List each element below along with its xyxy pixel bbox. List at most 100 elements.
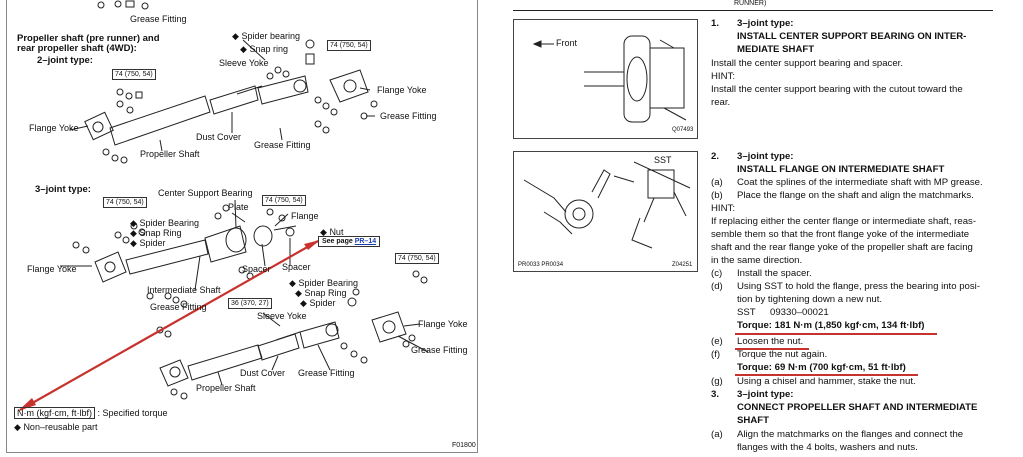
step2-d-text1: Using SST to hold the flange, press the … — [737, 281, 981, 292]
three-joint-type-label: 3–joint type: — [35, 184, 91, 195]
three-joint-nut: ◆ Nut — [320, 227, 344, 237]
red-underline-loosen — [735, 348, 809, 350]
two-joint-sleeve-yoke: Sleeve Yoke — [219, 58, 269, 68]
step2-d-text2: tion by tightening down a new nut. — [737, 294, 883, 305]
three-joint-intermediate-shaft: Intermediate Shaft — [147, 285, 221, 295]
step2-f-tag: (f) — [711, 349, 721, 360]
legend-torque-desc: : Specified torque — [97, 408, 168, 418]
step2-f-text: Torque the nut again. — [737, 349, 828, 360]
figure-code: F01800 — [452, 442, 476, 449]
step2-g-tag: (g) — [711, 376, 723, 387]
step2-a-tag: (a) — [711, 177, 723, 188]
two-joint-type-label: 2–joint type: — [37, 55, 93, 66]
two-joint-spider-bearing: ◆ Spider bearing — [232, 31, 300, 41]
nonreusable-diamond-icon: ◆ — [295, 288, 302, 298]
two-joint-propeller-shaft: Propeller Shaft — [140, 149, 200, 159]
three-joint-grease-fitting-bottom: Grease Fitting — [298, 368, 355, 378]
three-joint-spider-bearing-2: ◆ Spider Bearing — [289, 278, 358, 288]
three-joint-snap-ring: ◆ Snap Ring — [130, 228, 182, 238]
step2-c-text: Install the spacer. — [737, 268, 812, 279]
nonreusable-diamond-icon: ◆ — [300, 298, 307, 308]
three-joint-flange-yoke-right: Flange Yoke — [418, 319, 468, 329]
figure-center-support-bearing: Front Q07493 — [513, 19, 698, 139]
step2-b-tag: (b) — [711, 190, 723, 201]
torque-spec-181: Torque: 181 N·m (1,850 kgf·cm, 134 ft·lb… — [737, 320, 925, 331]
step1-line2: Install the center support bearing with … — [711, 84, 963, 95]
three-joint-grease-fitting-1: Grease Fitting — [150, 302, 207, 312]
three-joint-dust-cover: Dust Cover — [240, 368, 286, 378]
front-label: Front — [556, 38, 578, 48]
step1-type: 3–joint type: — [737, 18, 794, 29]
step2-num: 2. — [711, 151, 720, 162]
three-joint-sleeve-yoke: Sleeve Yoke — [257, 311, 307, 321]
two-joint-grease-fitting-bottom: Grease Fitting — [254, 140, 311, 150]
two-joint-torque-box-top: 74 (750, 54) — [327, 40, 371, 51]
diagram-frame — [6, 0, 478, 453]
red-underline-torque2 — [735, 374, 918, 376]
legend-torque-units: N·m (kgf·cm, ft·lbf) — [14, 407, 95, 419]
two-joint-flange-yoke-right: Flange Yoke — [377, 85, 427, 95]
step1-hint: HINT: — [711, 71, 735, 82]
step3-type: 3–joint type: — [737, 389, 794, 400]
step2-hint: HINT: — [711, 203, 735, 214]
see-page-reference: See page PR–14 — [318, 236, 381, 247]
step2-sst-number: 09330–00021 — [770, 307, 829, 318]
nonreusable-diamond-icon: ◆ — [130, 218, 137, 228]
step3-a-text1: Align the matchmarks on the flanges and … — [737, 429, 964, 440]
step2-sst-label: SST — [737, 307, 756, 318]
figure1-code: Q07493 — [672, 127, 694, 133]
three-joint-center-support-bearing: Center Support Bearing — [158, 188, 253, 198]
step1-line3: rear. — [711, 97, 731, 108]
nonreusable-diamond-icon: ◆ — [289, 278, 296, 288]
figure-install-flange: SST PR0033 PR0034 Z04251 — [513, 151, 698, 272]
three-joint-torque-box-36: 36 (370, 27) — [228, 298, 272, 309]
step2-hint4: in the same direction. — [711, 255, 803, 266]
three-joint-grease-fitting-right: Grease Fitting — [411, 345, 468, 355]
two-joint-shaft — [84, 69, 369, 146]
torque-spec-69: Torque: 69 N·m (700 kgf·cm, 51 ft·lbf) — [737, 362, 906, 373]
page-link-pr14[interactable]: PR–14 — [354, 238, 377, 245]
step1-title2: MEDIATE SHAFT — [737, 44, 815, 55]
step3-a-tag: (a) — [711, 429, 723, 440]
grease-fitting-top-label: Grease Fitting — [130, 14, 187, 24]
step3-title1: CONNECT PROPELLER SHAFT AND INTERMEDIATE — [737, 402, 978, 413]
two-joint-flange-yoke-left: Flange Yoke — [29, 123, 79, 133]
nonreusable-diamond-icon: ◆ — [130, 238, 137, 248]
section-title-line2: rear propeller shaft (4WD): — [17, 43, 137, 54]
legend-torque: N·m (kgf·cm, ft·lbf) : Specified torque — [14, 407, 168, 419]
three-joint-flange: Flange — [291, 211, 319, 221]
step2-e-text: Loosen the nut. — [737, 336, 804, 347]
nonreusable-diamond-icon: ◆ — [14, 422, 21, 432]
red-underline-torque1 — [735, 333, 937, 335]
flange-sst-illustration — [523, 161, 691, 249]
step3-num: 3. — [711, 389, 720, 400]
step2-a-text: Coat the splines of the intermediate sha… — [737, 177, 983, 188]
three-joint-torque-box-right: 74 (750, 54) — [395, 253, 439, 264]
figure2-code-left: PR0033 PR0034 — [518, 262, 564, 268]
header-rule — [513, 10, 993, 11]
step1-line1: Install the center support bearing and s… — [711, 58, 903, 69]
legend-nonreusable: ◆ Non–reusable part — [14, 422, 98, 432]
three-joint-spider-2: ◆ Spider — [300, 298, 336, 308]
red-annotation-arrow — [18, 240, 320, 411]
two-joint-grease-fitting-right: Grease Fitting — [380, 111, 437, 121]
three-joint-spider-bearing: ◆ Spider Bearing — [130, 218, 199, 228]
diagram-drawing — [18, 0, 429, 411]
three-joint-spacer-2: Spacer — [282, 262, 311, 272]
three-joint-torque-box-1: 74 (750, 54) — [103, 197, 147, 208]
three-joint-spider: ◆ Spider — [130, 238, 166, 248]
step2-hint2: semble them so that the front flange yok… — [711, 229, 970, 240]
step2-title: INSTALL FLANGE ON INTERMEDIATE SHAFT — [737, 164, 945, 175]
step2-e-tag: (e) — [711, 336, 723, 347]
three-joint-propeller-shaft: Propeller Shaft — [196, 383, 256, 393]
step1-num: 1. — [711, 18, 720, 29]
nonreusable-diamond-icon: ◆ — [130, 228, 137, 238]
step2-hint1: If replacing either the center flange or… — [711, 216, 977, 227]
step2-b-text: Place the flange on the shaft and align … — [737, 190, 974, 201]
step3-a-text2: flanges with the 4 bolts, washers and nu… — [737, 442, 918, 453]
figure2-code-right: Z04251 — [672, 262, 693, 268]
section-title-line1: Propeller shaft (pre runner) and — [17, 33, 160, 44]
step2-d-tag: (d) — [711, 281, 723, 292]
nonreusable-diamond-icon: ◆ — [240, 44, 247, 54]
sst-figure-label: SST — [654, 155, 672, 165]
